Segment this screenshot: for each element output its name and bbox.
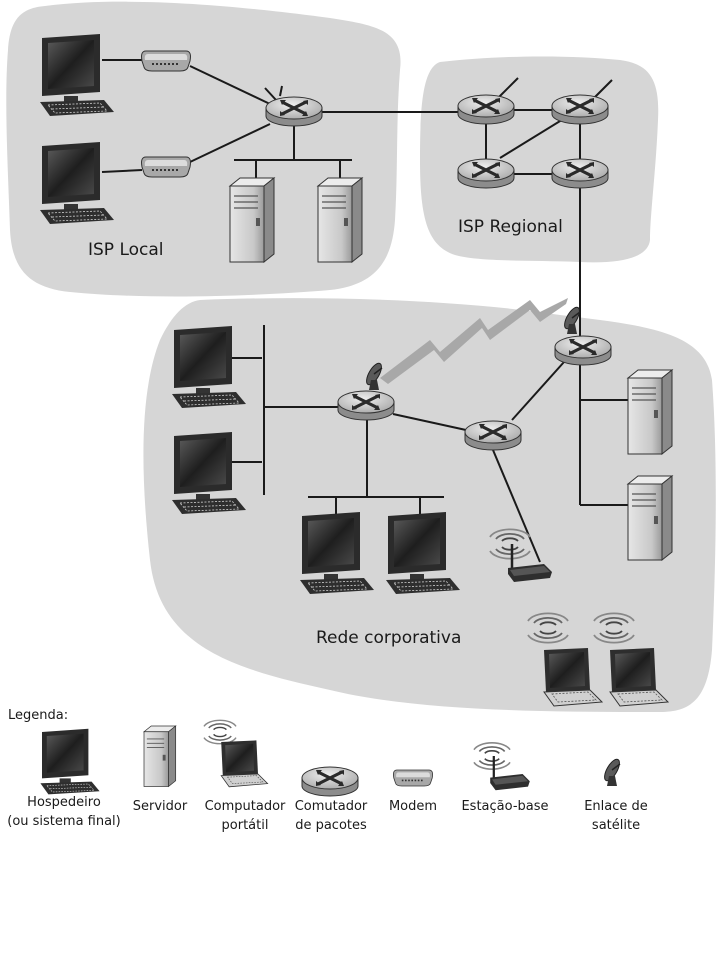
legend-laptop-label: Computador <box>205 799 286 814</box>
packet-switch-icon <box>463 419 523 452</box>
legend-host-sublabel: (ou sistema final) <box>7 814 121 829</box>
isp-local-label: ISP Local <box>88 240 164 260</box>
legend-modem-icon <box>392 769 434 787</box>
legend-satellite-label: Enlace de <box>584 799 648 814</box>
packet-switch-icon <box>456 157 516 190</box>
corporate-network-label: Rede corporativa <box>316 628 461 648</box>
corporate-cloud <box>143 298 716 712</box>
legend-server-icon <box>143 725 177 787</box>
legend-base-station-icon <box>474 743 530 790</box>
isp-regional-label: ISP Regional <box>458 217 563 237</box>
legend-modem-label: Modem <box>389 799 437 814</box>
legend-base-station-label: Estação-base <box>461 799 548 814</box>
packet-switch-icon <box>336 389 396 422</box>
server-icon <box>317 177 363 263</box>
legend-host-label: Hospedeiro <box>27 795 101 810</box>
legend-server-label: Servidor <box>133 799 188 814</box>
legend-host-icon <box>40 728 100 795</box>
modem-icon <box>140 156 192 178</box>
packet-switch-icon <box>264 95 324 128</box>
legend-waves-icon <box>203 719 237 745</box>
legend-laptop-sublabel: portátil <box>222 818 269 833</box>
server-icon <box>627 475 673 561</box>
legend-packet-switch-icon <box>300 765 360 798</box>
server-icon <box>229 177 275 263</box>
legend-packet-switch-label: Comutador <box>295 799 368 814</box>
isp-local-cloud <box>6 1 401 297</box>
legend-title: Legenda: <box>8 708 68 723</box>
modem-icon <box>140 50 192 72</box>
legend: Legenda: Hospedeiro (ou sistema final) S… <box>7 708 648 833</box>
legend-packet-switch-sublabel: de pacotes <box>295 818 367 833</box>
legend-satellite-dish-icon <box>600 756 624 787</box>
packet-switch-icon <box>550 157 610 190</box>
satellite-link <box>380 298 568 384</box>
packet-switch-icon <box>456 93 516 126</box>
packet-switch-icon <box>553 334 613 367</box>
packet-switch-icon <box>550 93 610 126</box>
links <box>101 59 632 563</box>
legend-laptop-icon <box>220 739 269 788</box>
server-icon <box>627 369 673 455</box>
legend-satellite-sublabel: satélite <box>592 818 640 833</box>
